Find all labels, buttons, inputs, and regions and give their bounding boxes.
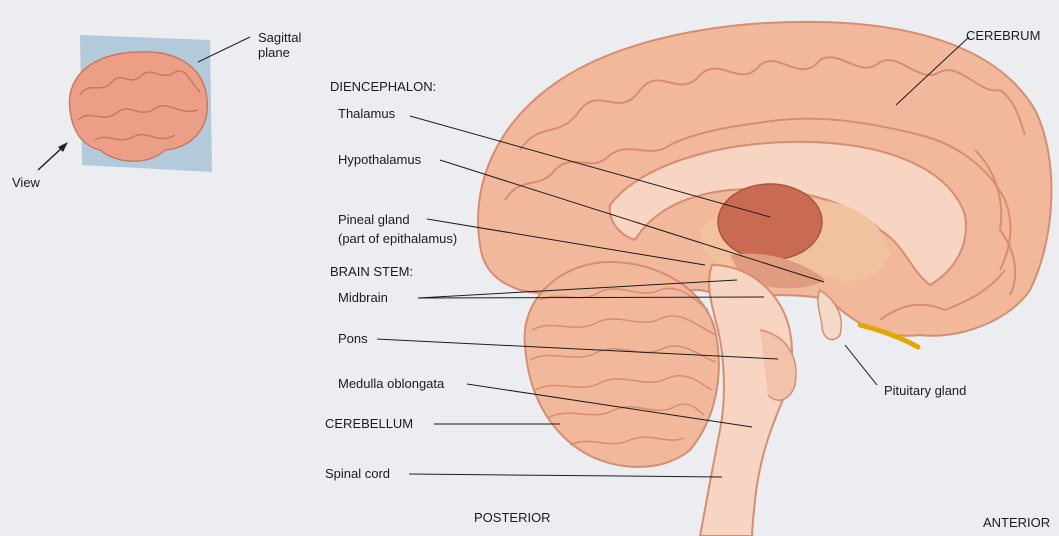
inset-brain-illustration [38, 35, 250, 172]
midbrain-label: Midbrain [338, 290, 388, 305]
posterior-label: POSTERIOR [474, 510, 551, 525]
pons-label: Pons [338, 331, 368, 346]
thalamus-region [718, 184, 822, 260]
cerebellum-label: CEREBELLUM [325, 416, 413, 431]
pineal-gland-sublabel: (part of epithalamus) [338, 231, 457, 246]
view-label: View [12, 175, 40, 190]
brain-stem-heading: BRAIN STEM: [330, 264, 413, 279]
spinal-cord-leader [409, 474, 722, 477]
medulla-oblongata-label: Medulla oblongata [338, 376, 444, 391]
hypothalamus-label: Hypothalamus [338, 152, 421, 167]
anterior-label: ANTERIOR [983, 515, 1050, 530]
sagittal-plane-label: Sagittal plane [258, 30, 301, 60]
view-arrow [38, 146, 64, 170]
cerebrum-label: CEREBRUM [966, 28, 1040, 43]
pituitary-leader [845, 345, 877, 385]
cerebellum-region [525, 262, 719, 467]
sagittal-brain [478, 22, 1051, 536]
spinal-cord-label: Spinal cord [325, 466, 390, 481]
diencephalon-heading: DIENCEPHALON: [330, 79, 436, 94]
pineal-gland-label: Pineal gland [338, 212, 410, 227]
pituitary-gland-label: Pituitary gland [884, 383, 966, 398]
thalamus-label: Thalamus [338, 106, 395, 121]
